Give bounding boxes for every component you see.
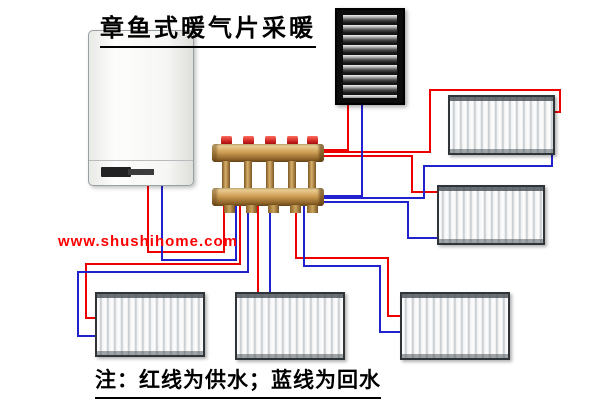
manifold-stub — [288, 161, 296, 189]
pipe-supply-boiler — [147, 182, 225, 253]
manifold-valve-handles — [212, 136, 324, 218]
valve-handle-icon — [221, 136, 232, 145]
manifold-stub — [308, 161, 316, 189]
pipe-supply-towel-radiator — [322, 103, 349, 151]
legend-note: 注：红线为供水；蓝线为回水 — [95, 364, 381, 399]
diagram-title: 章鱼式暖气片采暖 — [100, 8, 316, 48]
manifold-return-bar — [212, 188, 324, 206]
pipe-return-towel-radiator — [322, 103, 363, 197]
pipe-return-boiler — [161, 182, 237, 261]
radiator-top-right — [448, 95, 555, 155]
manifold-stub — [222, 161, 230, 189]
manifold-supply-bar — [212, 144, 324, 162]
valve-handle-icon — [307, 136, 318, 145]
pipe-return-radiator-mid-right — [318, 201, 440, 239]
wall-hung-boiler — [88, 30, 194, 186]
pipe-supply-radiator-top-right — [318, 89, 561, 153]
distribution-manifold — [212, 136, 324, 218]
boiler-logo — [128, 169, 154, 175]
towel-radiator-slats — [343, 15, 397, 98]
manifold-stub — [266, 161, 274, 189]
radiator-bottom-left — [95, 292, 205, 357]
pipe-supply-radiator-mid-right — [318, 155, 440, 193]
pipe-return-radiator-bottom-left — [77, 204, 249, 337]
valve-handle-icon — [243, 136, 254, 145]
manifold-port-nut — [268, 205, 279, 213]
manifold-port-nut — [307, 205, 318, 213]
watermark-text: www.shushihome.com — [58, 233, 238, 250]
manifold-ports — [212, 136, 324, 218]
pipe-return-radiator-bottom-right — [303, 204, 404, 333]
pipe-supply-radiator-bottom-left — [85, 204, 241, 319]
boiler-display — [101, 167, 131, 177]
manifold-port-nut — [290, 205, 301, 213]
valve-handle-icon — [287, 136, 298, 145]
pipe-supply-radiator-bottom-right — [295, 204, 404, 317]
manifold-port-nut — [224, 205, 235, 213]
pipe-return-radiator-top-right — [318, 150, 553, 199]
valve-handle-icon — [265, 136, 276, 145]
manifold-stub — [244, 161, 252, 189]
radiator-bottom-right — [400, 292, 510, 360]
manifold-port-nut — [246, 205, 257, 213]
radiator-bottom-mid — [235, 292, 345, 360]
manifold-connector-stubs — [212, 136, 324, 218]
boiler-panel-seam — [89, 160, 193, 161]
radiator-mid-right — [437, 185, 545, 245]
towel-radiator — [335, 8, 405, 105]
